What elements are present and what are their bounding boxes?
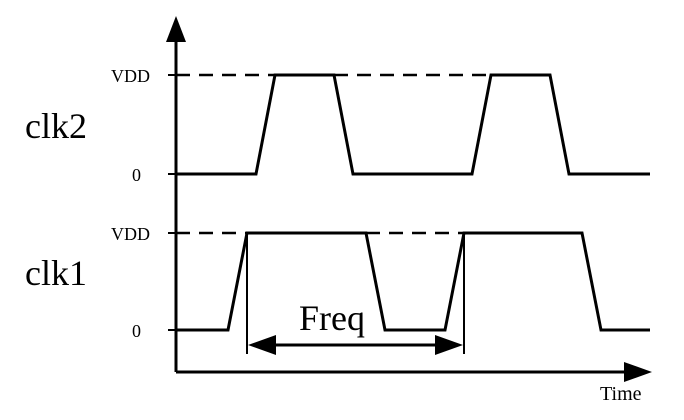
freq-label: Freq [299,298,365,338]
clk2-waveform [176,73,650,176]
clk1-high-label: VDD [111,224,150,244]
x-axis-arrowhead [624,362,652,382]
clk2-low-label: 0 [132,165,141,185]
signal-name-clk2: clk2 [25,106,87,146]
y-axis-arrowhead [166,16,186,42]
signal-clk1: clk1 VDD 0 [25,224,650,341]
freq-arrowhead-right [435,335,463,355]
clk1-waveform [176,231,650,332]
signal-clk2: clk2 VDD 0 [25,66,650,185]
freq-measurement: Freq [246,233,465,355]
clk2-high-label: VDD [111,66,150,86]
signal-name-clk1: clk1 [25,253,87,293]
clk1-low-label: 0 [132,321,141,341]
axes: Time [166,16,652,405]
x-axis-label: Time [600,383,642,405]
freq-arrowhead-left [248,335,276,355]
